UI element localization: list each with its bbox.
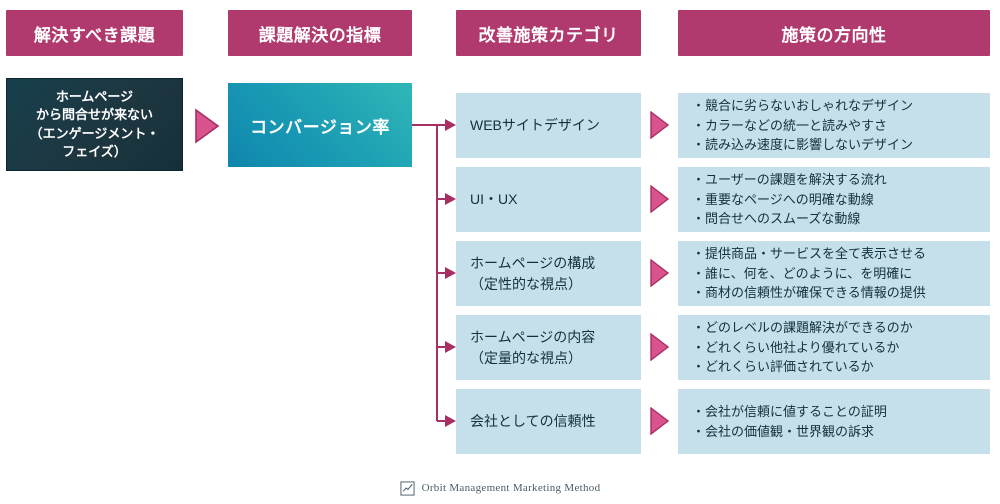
footer-brand: Orbit Management Marketing Method [0, 476, 1000, 500]
category-box: ホームページの内容 （定量的な視点） [456, 315, 641, 380]
direction-box: ・どのレベルの課題解決ができるのか ・どれくらい他社より優れているか ・どれくら… [678, 315, 990, 380]
direction-box: ・提供商品・サービスを全て表示させる ・誰に、何を、どのように、を明確に ・商材… [678, 241, 990, 306]
problem-text: ホームページ から問合せが来ない （エンゲージメント・ フェイズ） [30, 88, 160, 162]
direction-item: ・重要なページへの明確な動線 [692, 191, 874, 207]
problem-line-4: フェイズ） [62, 143, 127, 159]
category-line-2: （定性的な視点） [470, 275, 582, 292]
category-line-1: UI・UX [470, 191, 518, 208]
direction-item: ・どれくらい他社より優れているか [692, 339, 900, 355]
arrow-triangle-icon [195, 108, 220, 144]
problem-line-3: （エンゲージメント・ [29, 125, 160, 141]
direction-box: ・ユーザーの課題を解決する流れ ・重要なページへの明確な動線 ・問合せへのスムー… [678, 167, 990, 232]
direction-item: ・読み込み速度に影響しないデザイン [692, 137, 914, 153]
arrow-triangle-icon [650, 407, 669, 435]
direction-box: ・会社が信頼に値することの証明 ・会社の価値観・世界観の訴求 [678, 389, 990, 454]
problem-line-1: ホームページ [55, 88, 134, 104]
column-header-direction: 施策の方向性 [678, 10, 990, 56]
category-box: ホームページの構成 （定性的な視点） [456, 241, 641, 306]
direction-item: ・ユーザーの課題を解決する流れ [692, 172, 887, 188]
problem-line-2: から問合せが来ない [35, 107, 153, 123]
direction-item: ・商材の信頼性が確保できる情報の提供 [692, 285, 926, 301]
category-box: 会社としての信頼性 [456, 389, 641, 454]
category-line-1: ホームページの構成 [470, 255, 596, 272]
category-text: ホームページの構成 （定性的な視点） [470, 253, 595, 294]
direction-item: ・競合に劣らないおしゃれなデザイン [692, 98, 914, 114]
direction-item: ・問合せへのスムーズな動線 [692, 211, 861, 227]
direction-item: ・どのレベルの課題解決ができるのか [692, 320, 913, 336]
category-line-2: （定量的な視点） [470, 349, 582, 366]
direction-box: ・競合に劣らないおしゃれなデザイン ・カラーなどの統一と読みやすさ ・読み込み速… [678, 93, 990, 158]
arrow-triangle-icon [650, 333, 669, 361]
direction-item: ・会社が信頼に値することの証明 [692, 404, 887, 419]
problem-box: ホームページ から問合せが来ない （エンゲージメント・ フェイズ） [6, 78, 183, 171]
arrow-triangle-icon [650, 259, 669, 287]
chart-box-icon [400, 480, 415, 496]
column-header-kpi: 課題解決の指標 [228, 10, 412, 56]
direction-item: ・誰に、何を、どのように、を明確に [692, 265, 913, 281]
category-text: WEBサイトデザイン [470, 115, 600, 135]
category-box: UI・UX [456, 167, 641, 232]
direction-item: ・カラーなどの統一と読みやすさ [692, 117, 888, 133]
column-header-problem: 解決すべき課題 [6, 10, 183, 56]
category-line-1: ホームページの内容 [470, 329, 596, 346]
category-text: ホームページの内容 （定量的な視点） [470, 327, 595, 368]
category-box: WEBサイトデザイン [456, 93, 641, 158]
category-line-1: 会社としての信頼性 [470, 413, 596, 430]
column-header-category: 改善施策カテゴリ [456, 10, 641, 56]
arrow-triangle-icon [650, 185, 669, 213]
kpi-box: コンバージョン率 [228, 83, 412, 167]
footer-brand-text: Orbit Management Marketing Method [421, 482, 601, 494]
arrow-triangle-icon [650, 111, 669, 139]
direction-item: ・会社の価値観・世界観の訴求 [692, 423, 875, 439]
direction-item: ・提供商品・サービスを全て表示させる [692, 246, 927, 262]
category-text: 会社としての信頼性 [470, 411, 596, 431]
direction-item: ・どれくらい評価されているか [692, 359, 874, 375]
category-line-1: WEBサイトデザイン [470, 117, 600, 134]
category-text: UI・UX [470, 189, 517, 209]
